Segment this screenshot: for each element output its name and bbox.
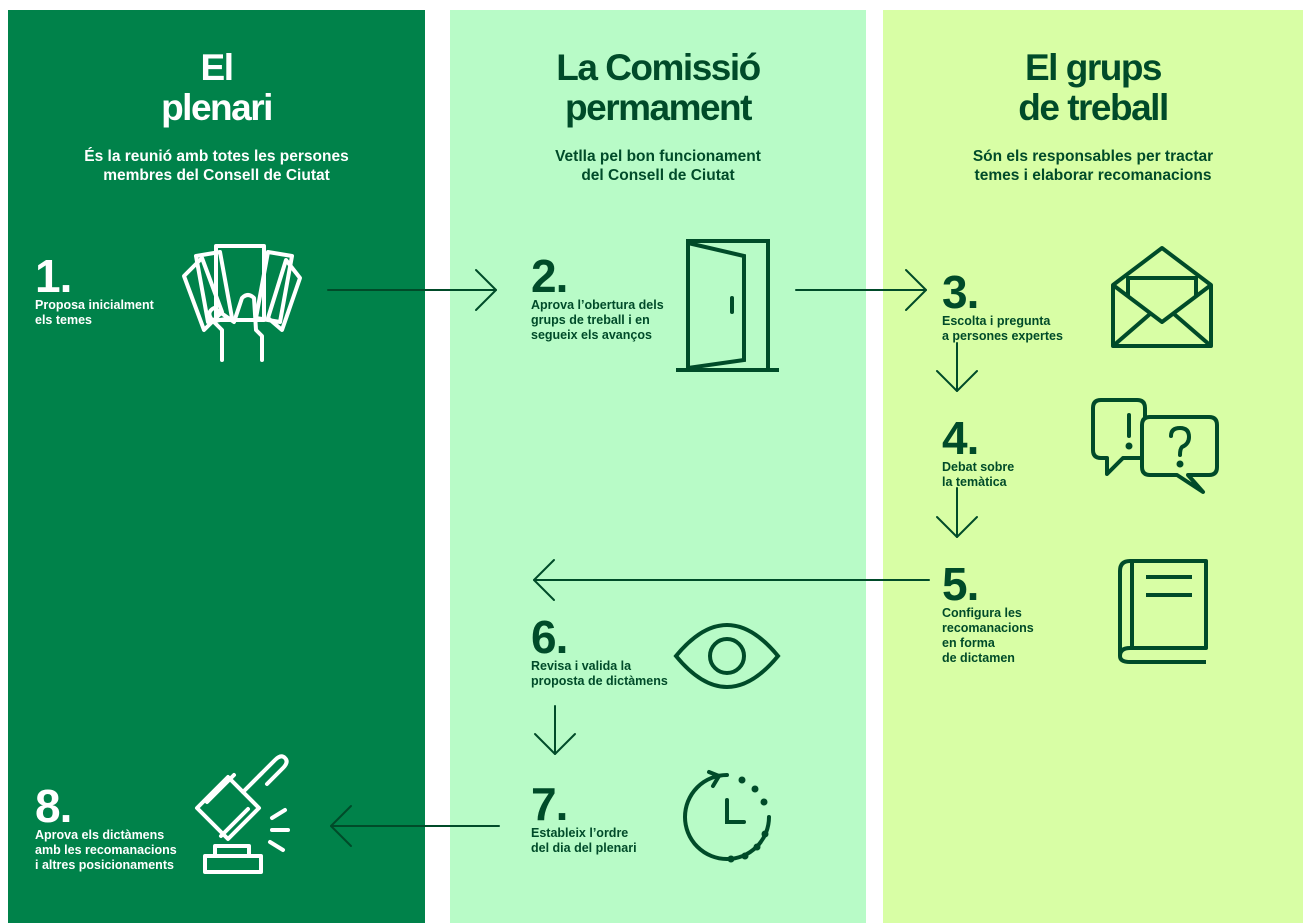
step-number: 6. xyxy=(531,611,568,663)
step-line: i altres posicionaments xyxy=(35,858,174,872)
step-8: 8. Aprova els dictàmens amb les recomana… xyxy=(35,780,177,873)
title-line: El xyxy=(200,47,234,88)
title-line: El grups xyxy=(1024,47,1163,88)
step-number: 4. xyxy=(942,412,979,464)
step-number: 7. xyxy=(531,778,568,830)
step-line: Escolta i pregunta xyxy=(942,314,1051,328)
title-line: La Comissió xyxy=(556,47,761,88)
step-line: la temàtica xyxy=(942,475,1007,489)
step-2: 2. Aprova l’obertura dels grups de treba… xyxy=(531,250,664,343)
column-subtitle: És la reunió amb totes les persones memb… xyxy=(8,147,425,185)
step-number: 8. xyxy=(35,780,72,832)
step-line: Aprova els dictàmens xyxy=(35,828,165,842)
step-line: en forma xyxy=(942,636,995,650)
step-5: 5. Configura les recomanacions en forma … xyxy=(942,558,1034,666)
subtitle-line: Són els responsables per tractar xyxy=(972,148,1214,165)
step-number: 2. xyxy=(531,250,568,302)
column-plenari: El plenari És la reunió amb totes les pe… xyxy=(8,10,425,923)
step-line: Estableix l’ordre xyxy=(531,826,629,840)
step-number: 5. xyxy=(942,558,979,610)
step-line: Revisa i valida la xyxy=(531,659,632,673)
step-line: del dia del plenari xyxy=(531,841,637,855)
step-4: 4. Debat sobre la temàtica xyxy=(942,412,1014,490)
column-comissio: La Comissió permament Vetlla pel bon fun… xyxy=(450,10,866,923)
subtitle-line: És la reunió amb totes les persones xyxy=(84,148,349,165)
step-line: Proposa inicialment xyxy=(35,298,154,312)
subtitle-line: membres del Consell de Ciutat xyxy=(103,167,330,184)
step-description: Configura les recomanacions en forma de … xyxy=(942,606,1034,666)
title-line: de treball xyxy=(1018,87,1169,128)
step-1: 1. Proposa inicialment els temes xyxy=(35,250,154,328)
step-line: proposta de dictàmens xyxy=(531,674,668,688)
step-description: Estableix l’ordre del dia del plenari xyxy=(531,826,637,856)
step-number: 1. xyxy=(35,250,72,302)
step-line: recomanacions xyxy=(942,621,1034,635)
subtitle-line: temes i elaborar recomanacions xyxy=(974,167,1212,184)
step-line: grups de treball i en xyxy=(531,313,650,327)
title-line: permament xyxy=(565,87,752,128)
step-7: 7. Estableix l’ordre del dia del plenari xyxy=(531,778,637,856)
step-description: Revisa i valida la proposta de dictàmens xyxy=(531,659,668,689)
step-line: Aprova l’obertura dels xyxy=(531,298,664,312)
step-line: a persones expertes xyxy=(942,329,1063,343)
column-subtitle: Són els responsables per tractar temes i… xyxy=(883,147,1303,185)
step-number: 3. xyxy=(942,266,979,318)
step-line: Configura les xyxy=(942,606,1022,620)
subtitle-line: del Consell de Ciutat xyxy=(581,167,735,184)
step-line: Debat sobre xyxy=(942,460,1015,474)
column-subtitle: Vetlla pel bon funcionament del Consell … xyxy=(450,147,866,185)
step-line: de dictamen xyxy=(942,651,1015,665)
step-line: els temes xyxy=(35,313,92,327)
step-description: Aprova els dictàmens amb les recomanacio… xyxy=(35,828,177,873)
step-6: 6. Revisa i valida la proposta de dictàm… xyxy=(531,611,668,689)
step-description: Proposa inicialment els temes xyxy=(35,298,154,328)
subtitle-line: Vetlla pel bon funcionament xyxy=(555,148,761,165)
column-title: La Comissió permament xyxy=(450,48,866,128)
step-line: segueix els avanços xyxy=(531,328,652,342)
step-description: Aprova l’obertura dels grups de treball … xyxy=(531,298,664,343)
title-line: plenari xyxy=(161,87,273,128)
column-title: El grups de treball xyxy=(883,48,1303,128)
step-line: amb les recomanacions xyxy=(35,843,177,857)
step-description: Debat sobre la temàtica xyxy=(942,460,1014,490)
column-title: El plenari xyxy=(8,48,425,128)
step-3: 3. Escolta i pregunta a persones experte… xyxy=(942,266,1063,344)
step-description: Escolta i pregunta a persones expertes xyxy=(942,314,1063,344)
column-grups: El grups de treball Són els responsables… xyxy=(883,10,1303,923)
